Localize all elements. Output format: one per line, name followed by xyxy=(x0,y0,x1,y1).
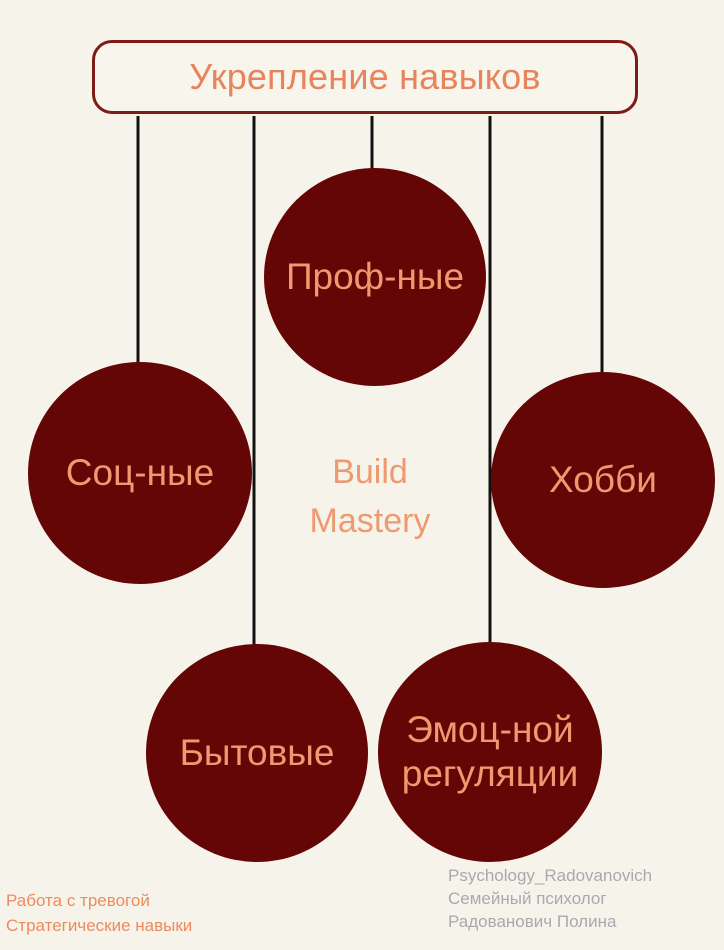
footer-left: Работа с тревогой Стратегические навыки xyxy=(6,888,192,938)
node-hobby-label: Хобби xyxy=(549,458,657,500)
footer-right-line-3: Радованович Полина xyxy=(448,912,617,931)
node-social-label: Соц-ные xyxy=(65,451,215,493)
footer-left-line-2: Стратегические навыки xyxy=(6,916,193,935)
node-emotional-line-1: Эмоц-ной xyxy=(406,708,574,750)
node-professional: Проф-ные xyxy=(264,168,486,386)
title-box: Укрепление навыков xyxy=(92,40,638,114)
node-emotional-line-2: регуляции xyxy=(401,753,579,794)
footer-right-line-1: Psychology_Radovanovich xyxy=(448,866,653,885)
node-household-label: Бытовые xyxy=(179,731,335,773)
center-label-line-2: Mastery xyxy=(309,502,431,541)
node-social: Соц-ные xyxy=(28,362,252,584)
node-professional-label: Проф-ные xyxy=(285,255,465,297)
node-household: Бытовые xyxy=(146,644,368,862)
center-label: Build Mastery xyxy=(290,448,450,547)
footer-right: Psychology_Radovanovich Семейный психоло… xyxy=(448,864,652,933)
node-emotional-regulation: Эмоц-ной регуляции xyxy=(378,642,602,862)
footer-left-line-1: Работа с тревогой xyxy=(6,891,150,910)
node-hobby: Хобби xyxy=(491,372,715,588)
diagram-title: Укрепление навыков xyxy=(189,56,541,97)
center-label-line-1: Build xyxy=(332,453,408,491)
footer-right-line-2: Семейный психолог xyxy=(448,889,607,908)
